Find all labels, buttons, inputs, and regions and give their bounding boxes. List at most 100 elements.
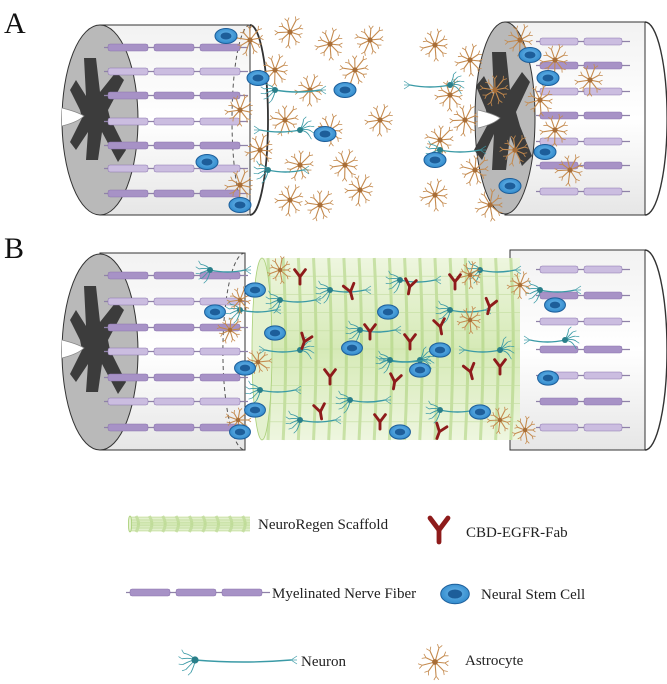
neural-stem-cell <box>536 70 560 86</box>
neuron <box>253 116 315 140</box>
neural-stem-cell <box>214 28 238 44</box>
legend-scaffold-icon <box>127 515 250 533</box>
astrocyte <box>226 286 251 315</box>
legend-fab-icon <box>427 515 451 545</box>
neural-stem-cell <box>440 583 470 605</box>
myelinated-fiber <box>104 423 248 432</box>
neural-stem-cell <box>234 360 256 376</box>
legend-stem-cell-label: Neural Stem Cell <box>481 587 585 603</box>
astrocyte <box>364 103 393 137</box>
neural-stem-cell <box>244 282 266 298</box>
fab-antibody <box>312 402 326 421</box>
astrocyte <box>216 317 242 344</box>
neural-stem-cell <box>498 178 522 194</box>
astrocyte <box>354 25 384 56</box>
myelinated-fiber <box>126 588 270 597</box>
neural-stem-cell <box>333 82 357 98</box>
neuron <box>458 336 515 360</box>
myelinated-fiber <box>104 67 248 76</box>
astrocyte <box>344 174 374 207</box>
neuron <box>265 290 322 314</box>
myelinated-fiber <box>536 423 630 432</box>
astrocyte <box>479 75 509 107</box>
astrocyte <box>456 306 481 335</box>
fab-antibody <box>341 281 356 301</box>
myelinated-fiber <box>104 43 248 52</box>
neuron <box>285 410 342 434</box>
astrocyte <box>339 55 369 87</box>
astrocyte <box>417 643 449 681</box>
neuron <box>253 160 310 184</box>
fab-antibody <box>293 268 307 286</box>
neural-stem-cell <box>244 402 266 418</box>
fab-antibody <box>484 296 499 316</box>
fab-antibody <box>403 333 417 351</box>
neuron <box>178 649 298 676</box>
fab-antibody <box>435 421 449 440</box>
astrocyte <box>274 16 304 49</box>
neuron <box>523 326 580 350</box>
neural-stem-cell <box>533 144 557 160</box>
neural-stem-cell <box>195 154 219 170</box>
neuron <box>525 280 582 304</box>
myelinated-fiber <box>104 373 248 382</box>
neural-stem-cell <box>469 404 491 420</box>
astrocyte <box>284 150 314 181</box>
astrocyte <box>274 184 304 217</box>
panel-b-stem-cells <box>204 282 566 440</box>
astrocyte <box>419 28 448 62</box>
astrocyte <box>449 104 479 137</box>
panel-a-fibers <box>104 37 630 198</box>
myelinated-fiber <box>536 87 630 96</box>
panel-b-fibers <box>104 265 630 432</box>
astrocyte <box>329 148 358 182</box>
neural-stem-cell <box>389 424 411 440</box>
neural-stem-cell <box>228 197 252 213</box>
neuron <box>345 320 402 344</box>
legend-astrocyte-icon <box>417 643 449 681</box>
panel-b-fab-antibodies <box>293 268 507 440</box>
panel-a-neurons <box>253 71 487 184</box>
panel-b-astrocytes <box>216 255 536 445</box>
neural-stem-cell <box>429 342 451 358</box>
neural-stem-cell <box>229 424 251 440</box>
myelinated-fiber <box>104 397 248 406</box>
astrocyte <box>499 135 529 167</box>
myelinated-fiber <box>536 187 630 196</box>
legend-astrocyte-label: Astrocyte <box>465 653 524 669</box>
myelinated-fiber <box>104 141 248 150</box>
astrocyte <box>304 190 334 222</box>
scaffold-body <box>127 515 250 533</box>
neuron <box>403 71 465 95</box>
astrocyte <box>224 93 253 127</box>
neuron <box>195 260 252 284</box>
astrocyte <box>456 261 481 290</box>
neural-stem-cell <box>409 362 431 378</box>
fab-antibody <box>373 413 387 431</box>
legend: NeuroRegen Scaffold CBD-EGFR-Fab Myelina… <box>126 515 585 681</box>
panel-a-astrocytes <box>224 16 603 222</box>
legend-neuron-icon <box>178 649 298 676</box>
panel-a-label: A <box>4 7 26 40</box>
astrocyte <box>539 113 568 147</box>
astrocyte <box>474 188 503 222</box>
myelinated-fiber <box>536 265 630 274</box>
legend-fiber-label: Myelinated Nerve Fiber <box>272 586 416 602</box>
neuron <box>315 280 372 304</box>
astrocyte <box>454 43 483 77</box>
astrocyte <box>512 415 536 445</box>
astrocyte <box>574 63 603 97</box>
panel-b-neurons <box>195 260 582 434</box>
myelinated-fiber <box>104 271 248 280</box>
fab-antibody <box>448 273 462 291</box>
myelinated-fiber <box>104 297 248 306</box>
astrocyte <box>486 406 512 435</box>
myelinated-fiber <box>536 397 630 406</box>
fab-antibody <box>404 277 418 296</box>
panel-b-label: B <box>4 232 24 265</box>
neural-stem-cell <box>537 370 559 386</box>
astrocyte <box>267 255 291 285</box>
astrocyte <box>224 168 253 202</box>
fab-antibody <box>389 372 403 391</box>
